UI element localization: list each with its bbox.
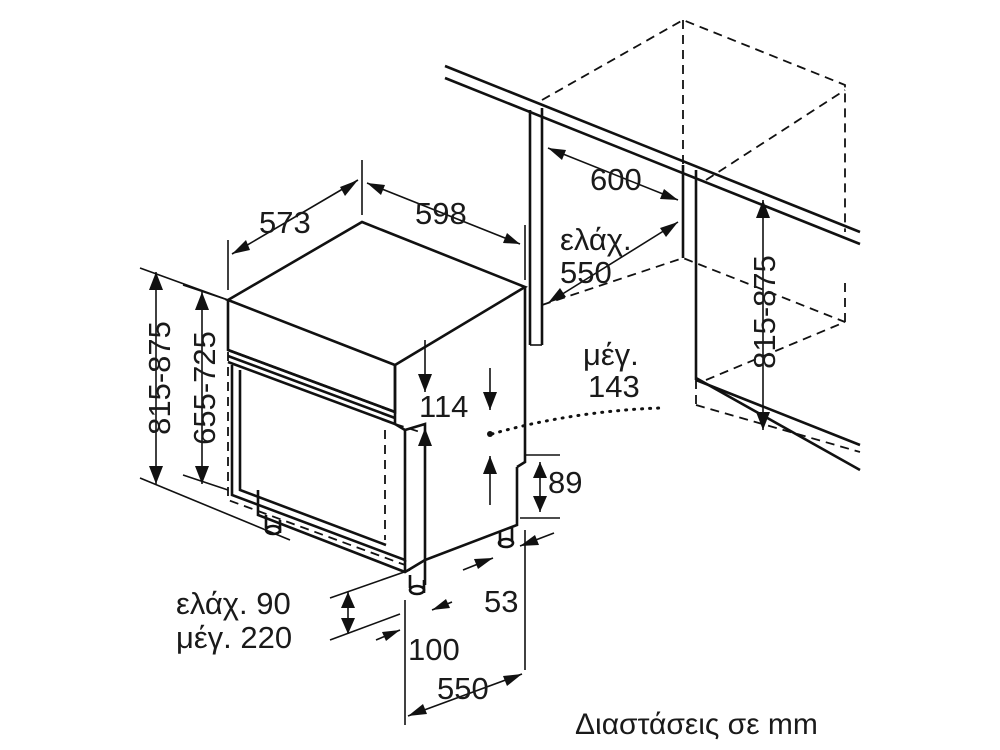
dimension-labels: 573 598 600 ελάχ. 550 815-875 815-875 65… <box>142 162 818 741</box>
niche-cabinet <box>444 19 861 472</box>
label-143: 143 <box>588 369 640 404</box>
label-114: 114 <box>419 389 468 424</box>
label-height-inner: 655-725 <box>187 331 222 445</box>
caption-units: Διαστάσεις σε mm <box>575 708 818 741</box>
label-niche-550: 550 <box>560 255 612 290</box>
label-max-prefix: μέγ. <box>583 337 639 372</box>
label-53: 53 <box>484 584 518 619</box>
label-height-left: 815-875 <box>142 321 177 435</box>
label-min-prefix: ελάχ. <box>560 222 632 257</box>
label-598: 598 <box>415 196 467 231</box>
dishwasher-body <box>225 220 528 596</box>
dimension-lines <box>139 147 770 725</box>
label-600: 600 <box>590 162 642 197</box>
label-niche-height: 815-875 <box>747 255 782 369</box>
label-feet-min: ελάχ. 90 <box>176 586 291 621</box>
label-573: 573 <box>259 205 311 240</box>
label-100: 100 <box>408 632 460 667</box>
label-bottom-550: 550 <box>437 671 489 706</box>
label-89: 89 <box>548 465 582 500</box>
label-feet-max: μέγ. 220 <box>176 620 292 655</box>
